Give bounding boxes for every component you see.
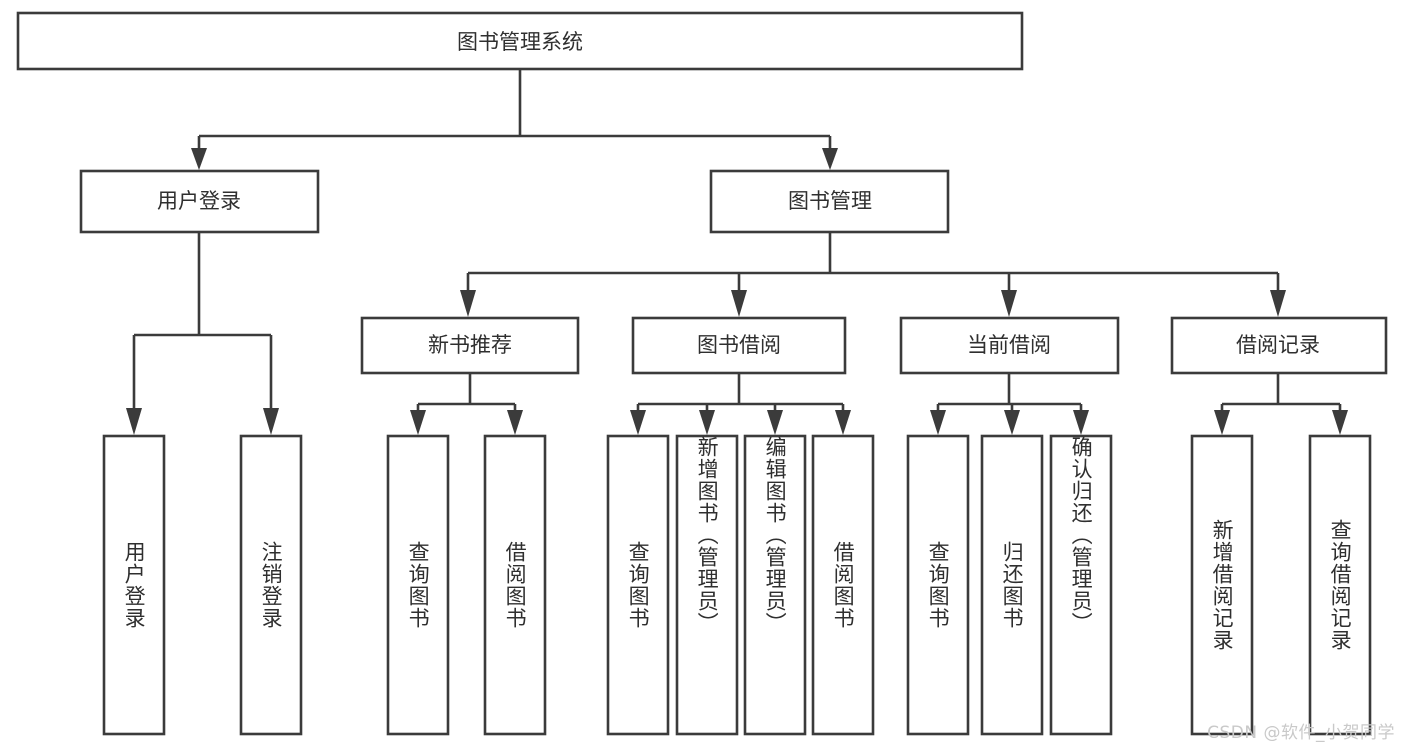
node-label-book-manage: 图书管理 — [788, 189, 872, 213]
node-box-leaf-query-book-bb[interactable] — [606, 434, 670, 736]
node-box-leaf-borrow-book-rec[interactable] — [483, 434, 547, 736]
arrow-currentborrow-to-leaf-1 — [930, 410, 946, 435]
node-box-current-borrow[interactable] — [899, 316, 1120, 375]
node-box-leaf-add-record-br[interactable] — [1190, 434, 1254, 736]
node-box-leaf-query-record-br[interactable] — [1308, 434, 1372, 736]
arrow-root-to-user-login — [191, 148, 207, 170]
arrow-bookborrow-to-leaf-4 — [835, 410, 851, 435]
node-box-leaf-edit-book-bb[interactable] — [743, 434, 807, 736]
node-label-book-borrow: 图书借阅 — [697, 333, 781, 357]
node-box-leaf-user-login[interactable] — [102, 434, 166, 736]
arrow-newbookrec-to-leaf-1 — [410, 410, 426, 435]
node-label-borrow-record: 借阅记录 — [1236, 333, 1320, 357]
node-box-user-login[interactable] — [79, 169, 320, 234]
node-box-leaf-query-book-cb[interactable] — [906, 434, 970, 736]
node-box-book-borrow[interactable] — [631, 316, 847, 375]
node-box-leaf-return-book-cb[interactable] — [980, 434, 1044, 736]
arrow-userlogin-to-leaf-2 — [263, 408, 279, 435]
arrow-bookmanage-to-borrow-record — [1270, 290, 1286, 317]
node-label-root: 图书管理系统 — [457, 30, 583, 54]
watermark-text: CSDN @软件_小贺同学 — [1207, 723, 1395, 743]
arrow-borrowrecord-to-leaf-1 — [1214, 410, 1230, 435]
arrow-bookborrow-to-leaf-1 — [630, 410, 646, 435]
node-box-root[interactable] — [16, 11, 1024, 71]
node-label-new-book-rec: 新书推荐 — [428, 333, 512, 357]
arrow-bookmanage-to-current-borrow — [1001, 290, 1017, 317]
arrow-currentborrow-to-leaf-3 — [1073, 410, 1089, 435]
node-box-book-manage[interactable] — [709, 169, 950, 234]
node-box-leaf-add-book-bb[interactable] — [675, 434, 739, 736]
node-box-leaf-borrow-book-bb[interactable] — [811, 434, 875, 736]
node-label-current-borrow: 当前借阅 — [967, 333, 1051, 357]
node-box-borrow-record[interactable] — [1170, 316, 1388, 375]
arrow-currentborrow-to-leaf-2 — [1004, 410, 1020, 435]
node-box-leaf-confirm-return-cb[interactable] — [1049, 434, 1113, 736]
arrow-userlogin-to-leaf-1 — [126, 408, 142, 435]
connector-layer — [126, 69, 1348, 435]
arrow-bookborrow-to-leaf-3 — [767, 410, 783, 435]
node-label-user-login: 用户登录 — [157, 189, 241, 213]
node-box-new-book-rec[interactable] — [360, 316, 580, 375]
arrow-root-to-book-manage — [822, 148, 838, 170]
node-layer: 图书管理系统 用户登录 图书管理 新书推荐 图书借阅 当前借阅 借阅记录 — [16, 11, 1388, 736]
arrow-bookborrow-to-leaf-2 — [699, 410, 715, 435]
arrow-bookmanage-to-book-borrow — [731, 290, 747, 317]
arrow-bookmanage-to-new-book-rec — [460, 290, 476, 317]
arrow-newbookrec-to-leaf-2 — [507, 410, 523, 435]
node-box-leaf-user-logout[interactable] — [239, 434, 303, 736]
node-box-leaf-query-book-rec[interactable] — [386, 434, 450, 736]
arrow-borrowrecord-to-leaf-2 — [1332, 410, 1348, 435]
